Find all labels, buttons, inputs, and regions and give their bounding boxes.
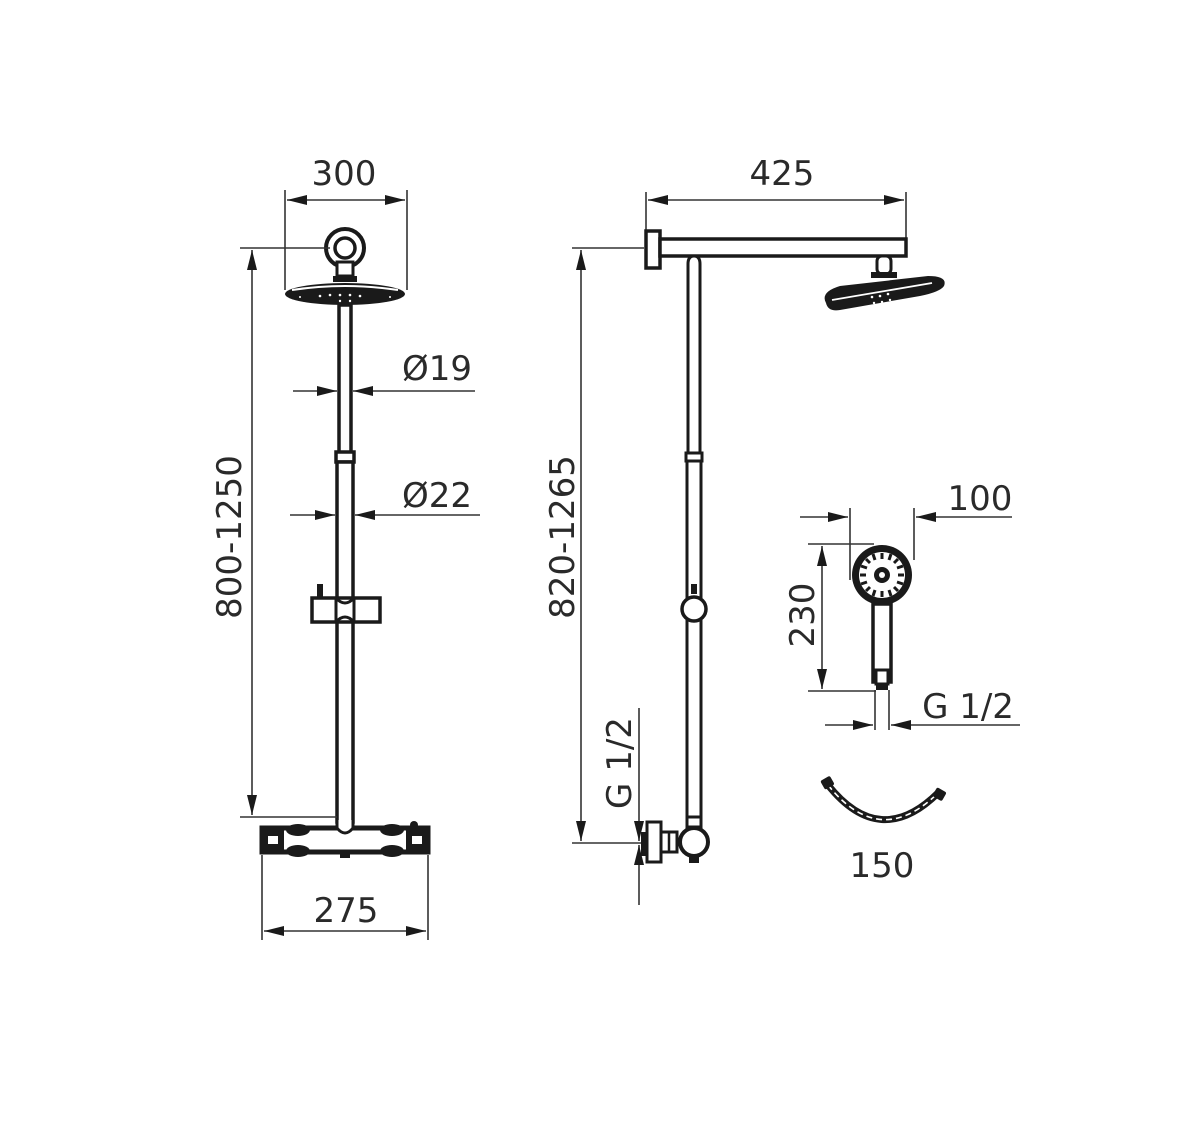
mixer-width-dimension: 275 <box>261 855 429 940</box>
front-view: 300 Ø19 <box>210 154 480 940</box>
hand-shower-length-label: 230 <box>783 583 823 648</box>
side-height-dimension: 820-1265 <box>543 247 644 844</box>
lower-pipe-diameter-dimension: Ø22 <box>290 476 480 520</box>
overhead-shower-head-icon <box>285 283 405 305</box>
shower-arm <box>658 237 908 258</box>
inlet-thread-dimension: G 1/2 <box>600 708 644 905</box>
thermostatic-mixer-icon <box>259 820 431 858</box>
hand-shower-width-label: 100 <box>948 479 1013 519</box>
wall-plate <box>644 229 662 270</box>
hand-shower-thread-dimension: G 1/2 <box>825 687 1020 730</box>
slide-bracket-icon <box>310 584 382 624</box>
hand-shower-length-dimension: 230 <box>783 543 876 692</box>
upper-pipe-diameter-label: Ø19 <box>402 349 472 389</box>
side-view: 425 820-1265 <box>543 154 945 905</box>
hose-view: 150 <box>820 776 946 886</box>
hand-shower-thread-label: G 1/2 <box>922 687 1014 727</box>
hose-length-label: 150 <box>850 846 915 886</box>
side-height-label: 820-1265 <box>543 455 583 619</box>
arm-length-dimension: 425 <box>645 154 907 245</box>
overhead-width-dimension: 300 <box>284 154 408 290</box>
front-height-dimension: 800-1250 <box>210 247 337 818</box>
mixer-width-label: 275 <box>314 891 379 931</box>
upper-pipe-diameter-dimension: Ø19 <box>293 349 475 396</box>
hand-shower-width-dimension: 100 <box>800 479 1012 580</box>
upper-riser-pipe <box>337 303 353 455</box>
hand-shower-handle <box>871 602 893 690</box>
lower-riser-pipe <box>335 460 355 824</box>
overhead-width-label: 300 <box>312 154 377 194</box>
inlet-thread-label: G 1/2 <box>600 717 640 809</box>
lower-pipe-diameter-label: Ø22 <box>402 476 472 516</box>
hand-shower-head-icon <box>852 545 912 605</box>
hose-icon <box>820 776 946 824</box>
hand-shower-view: 100 <box>783 479 1020 730</box>
wall-bracket-icon <box>324 227 366 282</box>
side-riser-pipe <box>680 254 708 828</box>
eccentric-connector-icon <box>641 815 710 864</box>
side-shower-head-icon <box>824 254 945 311</box>
front-height-label: 800-1250 <box>210 455 250 619</box>
arm-length-label: 425 <box>750 154 815 194</box>
